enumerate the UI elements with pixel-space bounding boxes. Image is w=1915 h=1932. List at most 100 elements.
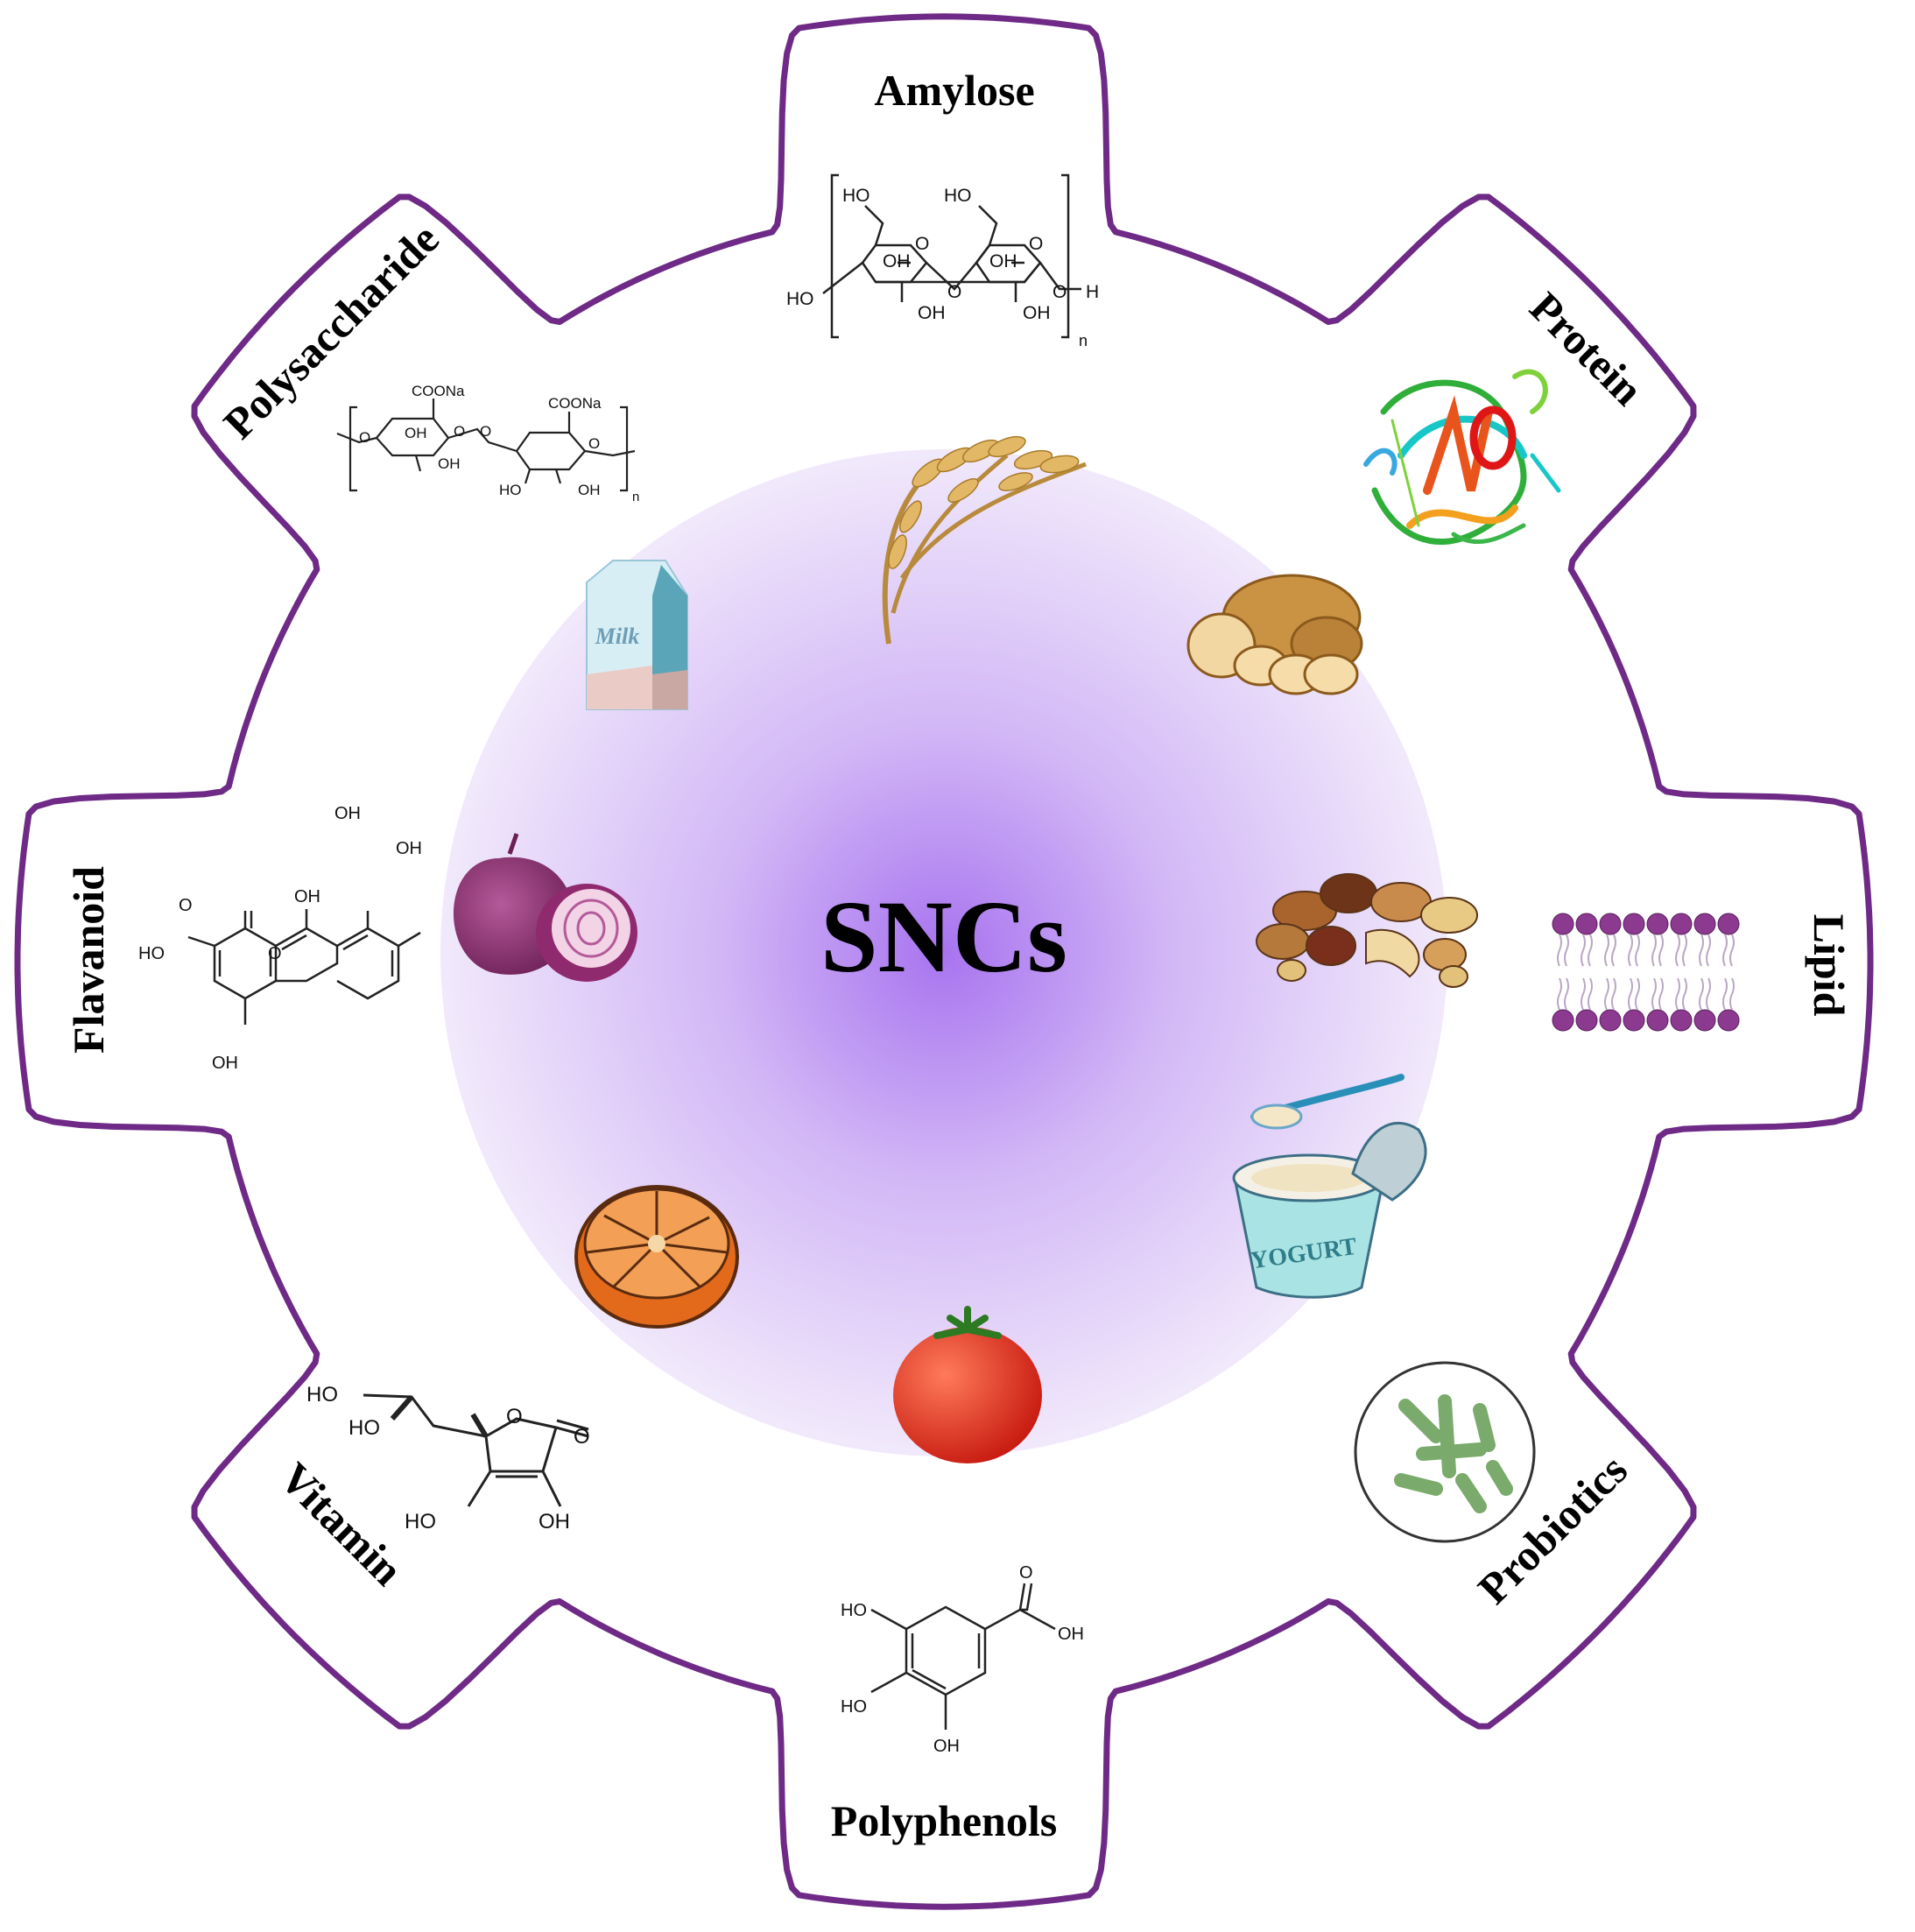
- svg-text:O: O: [1029, 234, 1043, 254]
- potato-icon: [1186, 574, 1363, 695]
- svg-text:HO: HO: [842, 186, 870, 206]
- lipid-tail: [1658, 977, 1664, 1011]
- milk-carton-label: Milk: [595, 624, 640, 649]
- svg-text:HO: HO: [349, 1416, 380, 1440]
- milk-carton-icon: Milk: [586, 560, 688, 710]
- svg-text:HO: HO: [138, 944, 165, 963]
- svg-text:COONa: COONa: [412, 383, 465, 399]
- svg-text:OH: OH: [989, 251, 1017, 271]
- lipid-tail: [1706, 977, 1711, 1011]
- lipid-tail: [1628, 934, 1633, 967]
- lipid-head: [1599, 913, 1622, 935]
- svg-text:n: n: [1079, 332, 1088, 349]
- lipid-tail: [1682, 977, 1687, 1011]
- lipid-tail: [1699, 934, 1704, 967]
- svg-text:OH: OH: [539, 1510, 570, 1534]
- lipid-head: [1575, 913, 1598, 935]
- lipid-head: [1623, 1009, 1645, 1032]
- lipid-head: [1670, 913, 1693, 935]
- tomato-icon: [893, 1306, 1042, 1463]
- onion-icon: [453, 833, 637, 982]
- nuts-icon: [1256, 873, 1478, 988]
- lipid-tail: [1675, 977, 1680, 1011]
- svg-text:HO: HO: [499, 482, 522, 498]
- lipid-tail: [1675, 934, 1680, 967]
- protein-ribbon-icon: [1363, 369, 1561, 545]
- svg-text:HO: HO: [306, 1383, 338, 1407]
- lipid-tail: [1581, 934, 1586, 967]
- wheat-icon: [882, 435, 1087, 645]
- ascorbic-acid-structure-icon: [363, 1393, 589, 1507]
- lipid-tail: [1557, 934, 1562, 967]
- lipid-tail: [1588, 934, 1593, 967]
- bacteria-dish-icon: [1354, 1361, 1536, 1543]
- amylose-atom-labels: HO HO HO OH OH OH OH O O O O H n: [786, 186, 1099, 349]
- svg-text:H: H: [1086, 282, 1099, 302]
- svg-text:OH: OH: [1023, 303, 1051, 323]
- lipid-tail: [1699, 977, 1704, 1011]
- lipid-tail: [1651, 934, 1657, 967]
- lipid-tail: [1682, 934, 1687, 967]
- svg-text:OH: OH: [438, 455, 461, 472]
- lipid-tail: [1722, 977, 1728, 1011]
- svg-text:HO: HO: [841, 1697, 867, 1717]
- svg-text:OH: OH: [578, 482, 601, 498]
- svg-text:HO: HO: [786, 289, 814, 309]
- svg-text:O: O: [480, 423, 491, 440]
- svg-text:OH: OH: [294, 887, 320, 906]
- svg-text:O: O: [947, 282, 961, 302]
- lipid-tail: [1729, 977, 1735, 1011]
- lipid-head: [1599, 1009, 1622, 1032]
- flavanoid-atom-labels: O OH OH OH OH HO O: [138, 804, 422, 1073]
- svg-text:O: O: [915, 234, 929, 254]
- lipid-head: [1552, 913, 1574, 935]
- lipid-head: [1670, 1009, 1693, 1032]
- label-lipid: Lipid: [1805, 914, 1854, 1017]
- lipid-head: [1717, 1009, 1740, 1032]
- svg-text:O: O: [506, 1405, 523, 1428]
- lipid-tail: [1588, 977, 1593, 1011]
- lipid-tail: [1706, 934, 1711, 967]
- svg-text:O: O: [454, 423, 465, 440]
- lipid-head: [1693, 913, 1716, 935]
- lipid-head: [1693, 1009, 1716, 1032]
- alginate-structure-icon: [336, 398, 636, 492]
- svg-text:OH: OH: [883, 251, 911, 271]
- svg-text:O: O: [179, 896, 193, 915]
- vitamin-atom-labels: HO HO HO OH O O: [306, 1383, 590, 1534]
- lipid-tail: [1611, 977, 1616, 1011]
- polyphenols-atom-labels: HO HO OH OH O: [841, 1563, 1084, 1756]
- orange-icon: [574, 1185, 739, 1329]
- lipid-head: [1623, 913, 1645, 935]
- polysaccharide-atom-labels: COONa COONa OH OH OH HO O O O O n: [359, 383, 639, 504]
- lipid-head: [1646, 1009, 1669, 1032]
- lipid-tail: [1557, 977, 1562, 1011]
- lipid-head: [1646, 913, 1669, 935]
- lipid-tail: [1628, 977, 1633, 1011]
- svg-text:O: O: [588, 435, 600, 452]
- svg-text:HO: HO: [841, 1601, 867, 1620]
- svg-text:OH: OH: [405, 425, 427, 441]
- lipid-tail: [1581, 977, 1586, 1011]
- lipid-tail: [1604, 977, 1609, 1011]
- lipid-head: [1575, 1009, 1598, 1032]
- lipid-head: [1552, 1009, 1574, 1032]
- svg-text:OH: OH: [334, 804, 361, 823]
- lipid-tail: [1651, 977, 1657, 1011]
- label-flavanoid: Flavanoid: [64, 866, 113, 1054]
- lipid-tail: [1564, 977, 1569, 1011]
- svg-text:OH: OH: [212, 1054, 238, 1073]
- svg-text:O: O: [268, 944, 282, 963]
- lipid-tail: [1611, 934, 1616, 967]
- yogurt-icon: YOGURT: [1232, 1074, 1427, 1299]
- svg-text:O: O: [1053, 282, 1067, 302]
- flavonol-structure-icon: [187, 909, 421, 1025]
- lipid-tail: [1635, 977, 1640, 1011]
- lipid-tail: [1658, 934, 1664, 967]
- lipid-tail: [1604, 934, 1609, 967]
- svg-text:OH: OH: [933, 1737, 960, 1756]
- svg-text:HO: HO: [405, 1510, 436, 1534]
- lipid-tail: [1564, 934, 1569, 967]
- label-amylose: Amylose: [874, 66, 1034, 115]
